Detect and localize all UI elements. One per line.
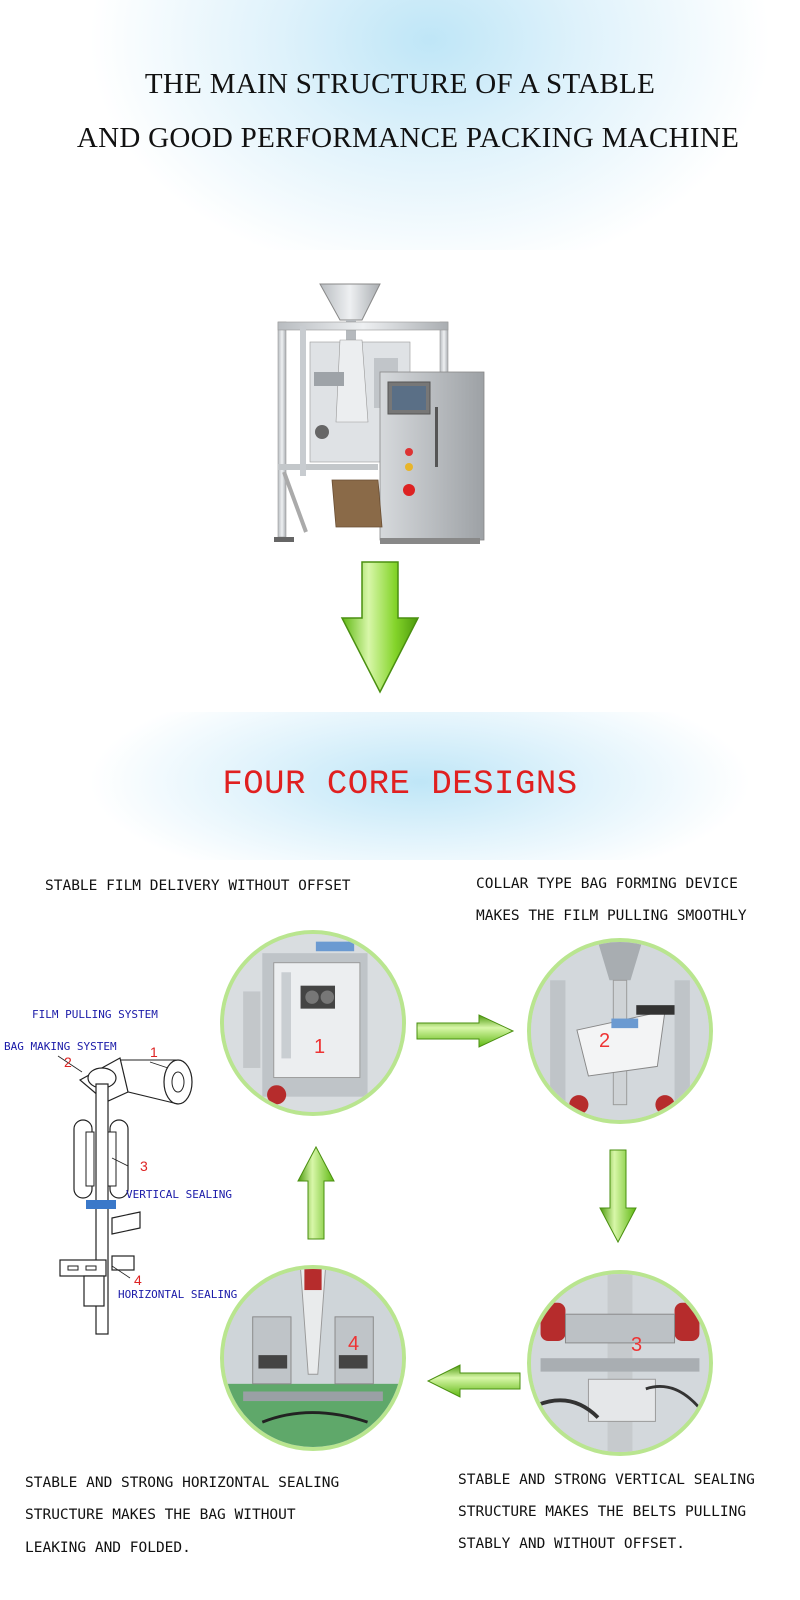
circle-number-2: 2	[599, 1030, 611, 1052]
label-bag-making-system: BAG MAKING SYSTEM	[4, 1040, 117, 1053]
detail-circle-vertical-sealing: 3	[527, 1270, 713, 1456]
packing-machine-image	[274, 283, 485, 544]
label-vertical-sealing: VERTICAL SEALING	[126, 1188, 232, 1201]
circle-number-4: 4	[348, 1333, 360, 1355]
down-flow-arrow-icon	[599, 1149, 637, 1244]
caption-vertical-line-3: STABLY AND WITHOUT OFFSET.	[458, 1536, 685, 1552]
label-horizontal-sealing: HORIZONTAL SEALING	[118, 1288, 238, 1301]
caption-horizontal-line-3: LEAKING AND FOLDED.	[25, 1540, 191, 1556]
page-title-line-1: THE MAIN STRUCTURE OF A STABLE	[144, 68, 656, 100]
caption-collar-line-1: COLLAR TYPE BAG FORMING DEVICE	[476, 876, 738, 892]
caption-vertical-line-1: STABLE AND STRONG VERTICAL SEALING	[458, 1472, 755, 1488]
diagram-number-1: 1	[150, 1044, 158, 1060]
vertical-sealing-photo	[531, 1274, 709, 1452]
diagram-number-4: 4	[134, 1272, 142, 1288]
caption-horizontal-line-2: STRUCTURE MAKES THE BAG WITHOUT	[25, 1507, 296, 1523]
detail-circle-horizontal-sealing: 4	[220, 1265, 406, 1451]
caption-horizontal-line-1: STABLE AND STRONG HORIZONTAL SEALING	[25, 1475, 340, 1491]
diagram-drawing	[57, 1055, 193, 1335]
horizontal-sealing-photo	[224, 1269, 402, 1447]
caption-film-delivery: STABLE FILM DELIVERY WITHOUT OFFSET	[45, 878, 351, 894]
up-flow-arrow-icon	[297, 1145, 335, 1240]
circle-number-1: 1	[314, 1036, 326, 1058]
caption-collar-line-2: MAKES THE FILM PULLING SMOOTHLY	[476, 908, 747, 924]
film-delivery-photo	[224, 934, 402, 1112]
section-subtitle: FOUR CORE DESIGNS	[222, 766, 578, 804]
diagram-number-3: 3	[140, 1158, 148, 1174]
detail-circle-film-delivery: 1	[220, 930, 406, 1116]
bag-forming-photo	[531, 942, 709, 1120]
detail-circle-bag-forming: 2	[527, 938, 713, 1124]
big-green-down-arrow-icon	[340, 561, 420, 694]
circle-number-3: 3	[631, 1334, 643, 1356]
diagram-number-2: 2	[64, 1054, 72, 1070]
packing-system-diagram: FILM PULLING SYSTEM BAG MAKING SYSTEM VE…	[0, 1008, 250, 1340]
left-flow-arrow-icon	[426, 1364, 521, 1398]
caption-vertical-line-2: STRUCTURE MAKES THE BELTS PULLING	[458, 1504, 747, 1520]
label-film-pulling-system: FILM PULLING SYSTEM	[32, 1008, 158, 1021]
section-band	[0, 712, 800, 860]
page-title-line-2: AND GOOD PERFORMANCE PACKING MACHINE	[76, 122, 740, 154]
right-flow-arrow-icon	[416, 1014, 515, 1048]
header-band	[0, 0, 800, 250]
